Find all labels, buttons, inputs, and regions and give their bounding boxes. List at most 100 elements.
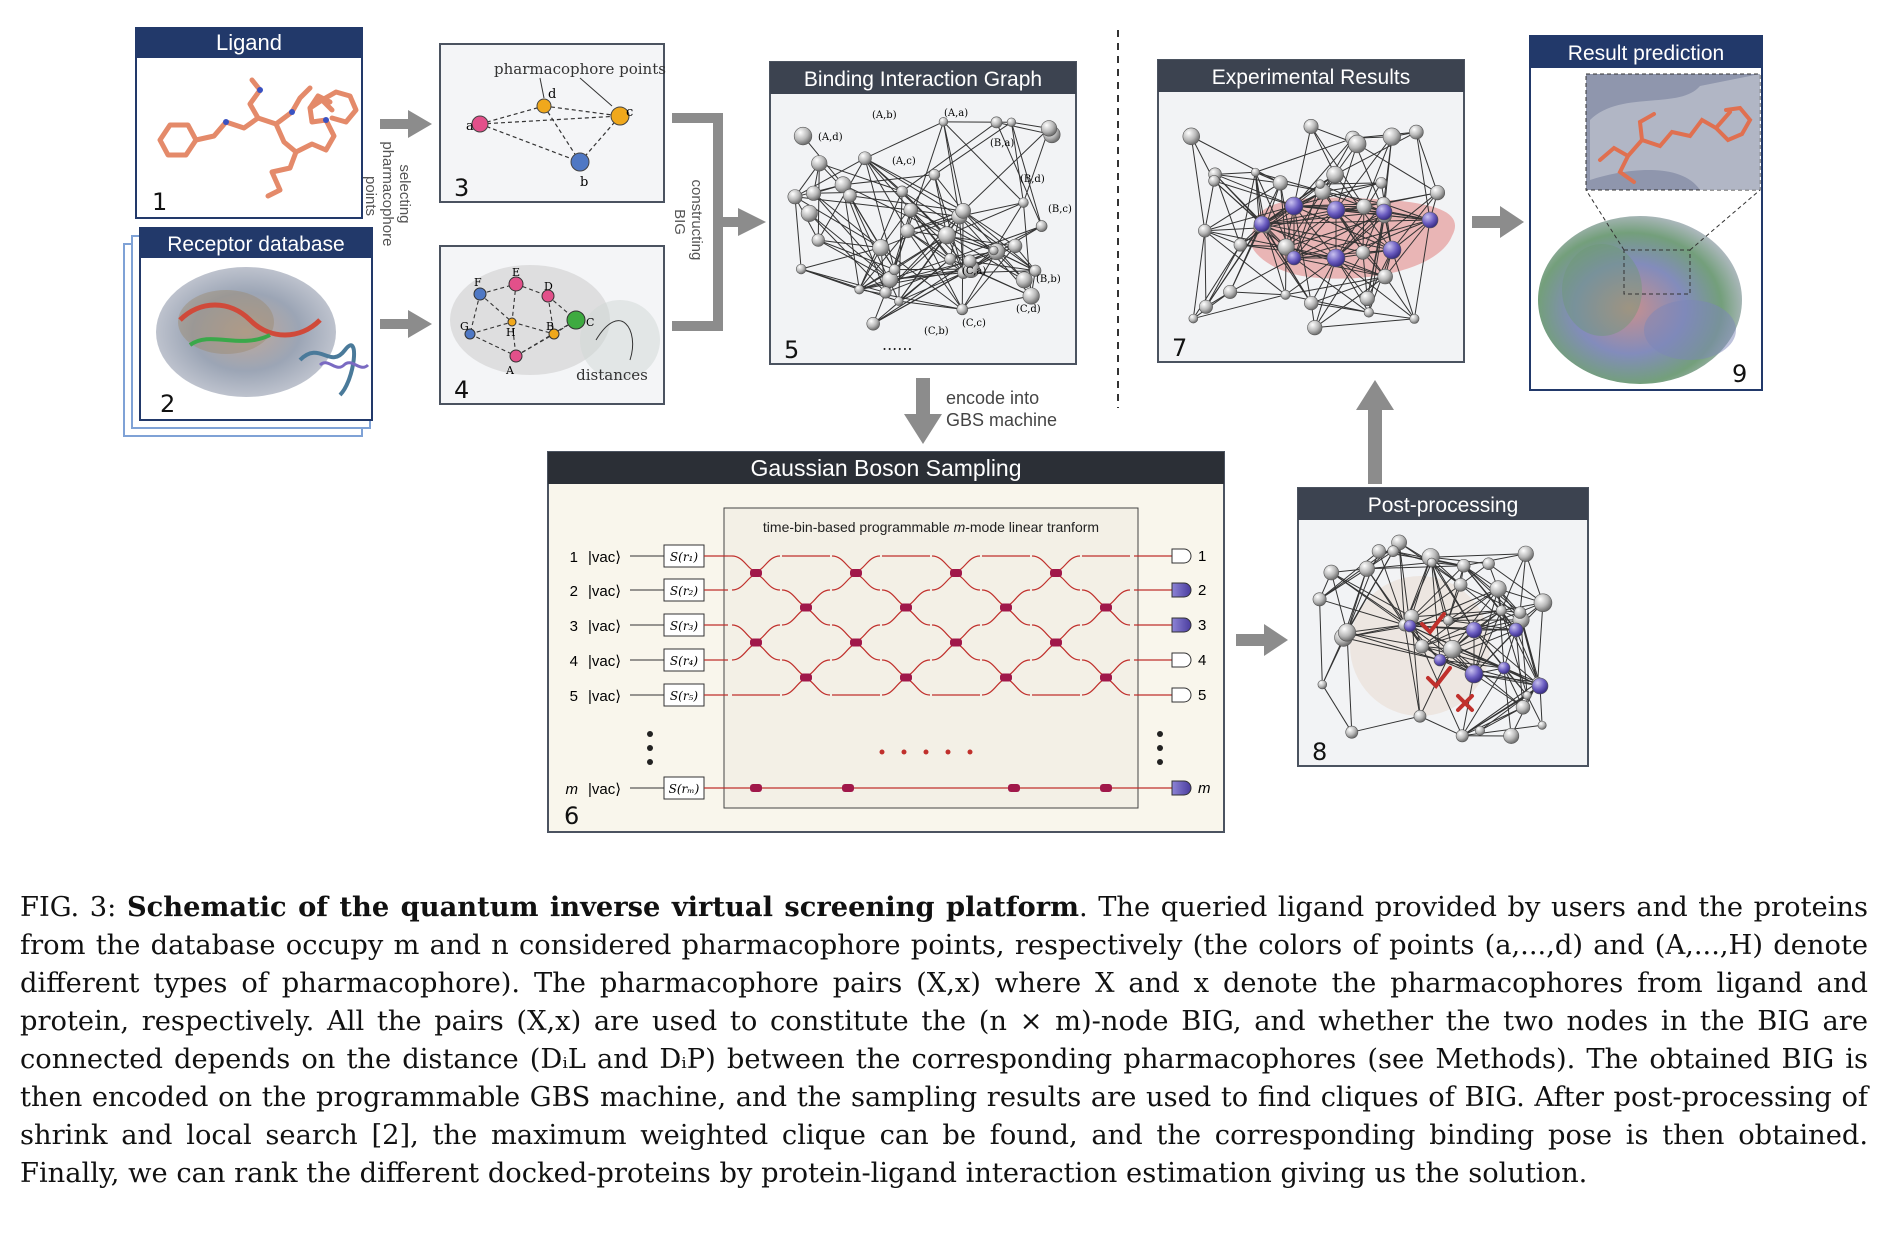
graph-edge: [1293, 205, 1312, 304]
graph-edge: [1204, 205, 1295, 232]
graph-node: [1455, 729, 1469, 743]
graph-edge: [1319, 599, 1323, 685]
graph-edge: [1462, 724, 1543, 737]
middle-dots: [879, 749, 973, 755]
graph-node: [800, 204, 818, 222]
graph-node: [1382, 127, 1401, 146]
graph-edge: [1285, 276, 1386, 296]
graph-node-selected: [1375, 203, 1393, 221]
graph-edge: [1293, 205, 1337, 259]
graph-edge: [849, 195, 882, 248]
graph-edge: [1451, 648, 1524, 708]
graph-node: [1355, 245, 1370, 260]
graph-node: [1304, 295, 1319, 311]
graph-edge: [1488, 563, 1544, 604]
graph-node: [1375, 177, 1388, 189]
graph-edge: [849, 195, 964, 212]
graph-edge: [1409, 588, 1499, 627]
phase-shifter: [900, 673, 912, 682]
graph-edge: [1214, 173, 1295, 207]
gbs-title: Gaussian Boson Sampling: [750, 455, 1021, 481]
transform-label: time-bin-based programmable m-mode linea…: [763, 519, 1099, 535]
graph-edge: [880, 215, 960, 249]
graph-node: [903, 202, 918, 218]
graph-node-selected: [1326, 248, 1346, 268]
graph-edge: [1461, 667, 1505, 737]
big-node-label-Bd: (B,d): [1020, 174, 1045, 185]
graph-edge: [1213, 180, 1263, 225]
graph-edge: [969, 260, 1036, 272]
graph-edge: [817, 163, 820, 241]
graph-node: [938, 117, 949, 127]
panel-number-5: 5: [784, 336, 799, 364]
arrow-encode: [904, 378, 942, 444]
ligand-molecule-image: [157, 77, 359, 199]
point-b-label: b: [580, 175, 588, 190]
graph-node: [1371, 544, 1386, 559]
graph-edge: [1285, 294, 1369, 313]
point-d-label: d: [548, 87, 556, 102]
vacuum-state-label: |vac⟩: [588, 781, 621, 798]
point-D-label: D: [544, 280, 553, 293]
graph-edge: [1311, 302, 1369, 313]
graph-node: [1223, 284, 1238, 299]
graph-edge: [933, 174, 948, 236]
graph-edge: [1409, 625, 1517, 631]
graph-edge: [819, 162, 903, 192]
graph-edge: [1010, 122, 1043, 227]
phase-shifter: [750, 569, 762, 577]
graph-edge: [1473, 588, 1499, 675]
graph-edge: [1205, 244, 1241, 308]
graph-node: [1456, 558, 1471, 573]
graph-edge: [942, 121, 960, 217]
graph-node: [1522, 690, 1532, 700]
graph-edge: [1451, 588, 1499, 650]
graph-edge: [962, 210, 1016, 247]
graph-edge: [1215, 173, 1281, 184]
graph-edge: [898, 191, 903, 302]
mode-index-left: 3: [570, 618, 578, 635]
graph-edge: [1515, 629, 1541, 687]
graph-node: [1387, 545, 1399, 558]
graph-edge: [1391, 192, 1438, 251]
big-node-label-Cd: (C,d): [1016, 304, 1041, 315]
graph-node: [1198, 299, 1213, 314]
graph-edge: [1461, 681, 1538, 737]
mode-index-left: 2: [570, 583, 578, 600]
graph-edge: [962, 295, 1032, 310]
point-B-label: B: [546, 320, 554, 333]
transform-label-var: m: [954, 519, 966, 535]
graph-edge: [1314, 318, 1415, 329]
graph-node: [1377, 268, 1393, 285]
graph-edge: [1204, 230, 1287, 248]
graph-edge: [813, 192, 891, 280]
graph-edge: [1319, 183, 1385, 213]
mode-index-right: 4: [1198, 652, 1206, 669]
graph-edge: [1335, 209, 1393, 251]
graph-edge: [1279, 182, 1287, 248]
graph-node: [956, 303, 969, 316]
detector-click: [1171, 582, 1192, 598]
mode-index-left: 4: [570, 653, 578, 670]
graph-edge: [1519, 553, 1527, 613]
graph-edge: [889, 268, 971, 281]
squeezer-label: S(rₘ): [669, 782, 700, 796]
graph-edge: [864, 158, 895, 270]
phase-shifter: [1100, 673, 1112, 682]
graph-node: [1475, 725, 1485, 736]
big-node-label-Ba: (B,a): [990, 138, 1014, 149]
vacuum-state-label: |vac⟩: [588, 549, 621, 566]
encode-label-1: encode into: [946, 388, 1039, 408]
mode-index-right: 2: [1198, 582, 1206, 599]
mode-index-right: m: [1198, 780, 1211, 797]
vacuum-state-label: |vac⟩: [588, 688, 621, 705]
graph-edge: [1314, 257, 1337, 328]
transform-label-pre: time-bin-based programmable: [763, 519, 954, 535]
caption-text: . The queried ligand provided by users a…: [20, 892, 1868, 1189]
big-node-label-Ca: (C,a): [962, 266, 986, 277]
graph-edge: [1264, 227, 1287, 295]
graph-node: [854, 284, 865, 295]
graph-edge: [1331, 572, 1411, 627]
graph-node-selected: [1531, 677, 1549, 695]
postprocessing-graph: [1312, 534, 1553, 744]
